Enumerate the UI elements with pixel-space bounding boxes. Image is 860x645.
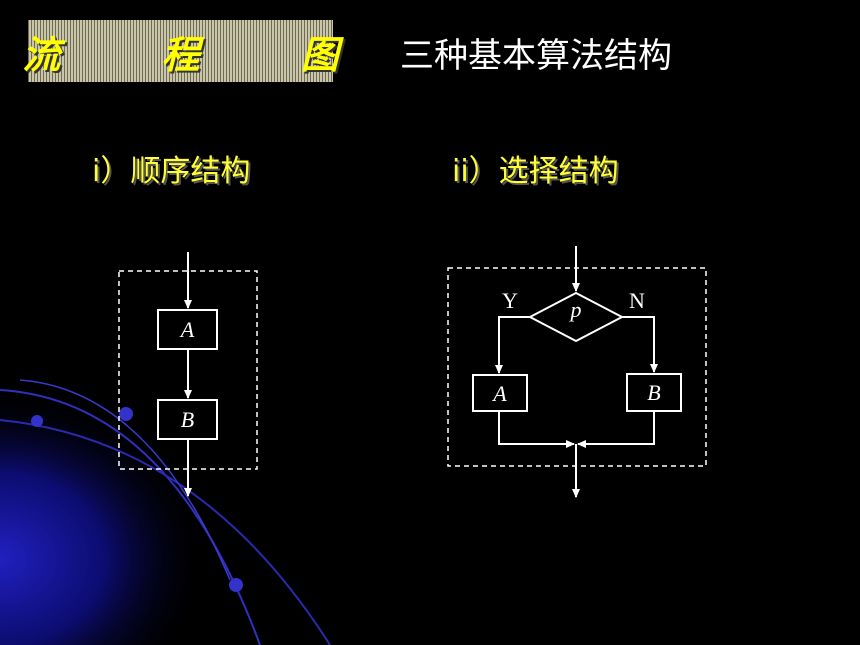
page-title: 流 程 图 (22, 32, 383, 77)
page-subtitle: 三种基本算法结构 (400, 36, 672, 76)
merge-right-arrow (577, 411, 655, 448)
yes-branch-arrow (495, 316, 530, 374)
sequence-box-a-label: A (179, 317, 195, 342)
decision-diamond (527, 291, 625, 343)
sequence-box-b-label: B (181, 407, 194, 432)
no-branch-arrow (622, 316, 658, 373)
title-banner: 流 程 图 (22, 20, 339, 82)
decision-condition-label: p (569, 297, 582, 322)
section-sequence-label: i）顺序结构 (92, 154, 251, 189)
section-selection-label: ii）选择结构 (452, 154, 619, 189)
yes-branch-label: Y (502, 288, 518, 313)
selection-box-a-label: A (491, 381, 507, 406)
no-branch-label: N (629, 288, 645, 313)
selection-box-b-label: B (647, 380, 660, 405)
merge-left-arrow (498, 411, 575, 448)
selection-structure: p Y N A B (447, 246, 707, 498)
sequence-structure: A B (118, 252, 258, 497)
sequence-box-a (157, 309, 218, 350)
selection-box-a (472, 374, 528, 412)
selection-box-b (626, 373, 682, 412)
